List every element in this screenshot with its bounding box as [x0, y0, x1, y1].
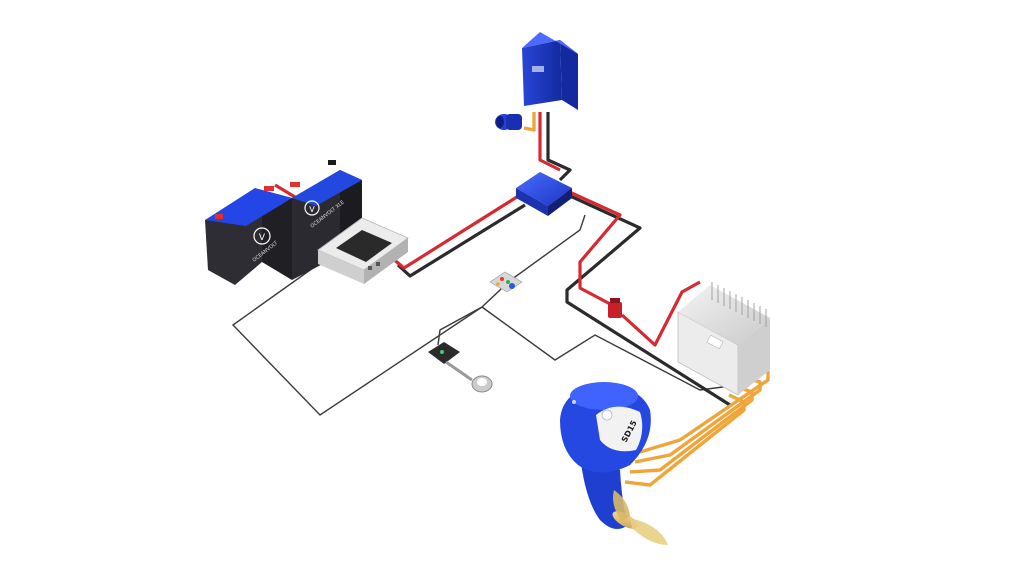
controller-label — [706, 334, 724, 350]
motor-bolt — [572, 400, 576, 404]
battery-left-top — [205, 188, 292, 226]
oceanvolt-v-logo-icon — [253, 227, 271, 245]
hub-top — [516, 172, 572, 206]
panel-button-blue — [509, 283, 515, 289]
throttle-arm — [445, 360, 473, 382]
bms-heatsink — [336, 230, 392, 262]
neg-cable-bms-to-hub — [396, 203, 526, 278]
bms-right — [364, 238, 408, 284]
shore-power-plug — [495, 114, 522, 130]
oceanvolt-logo-icon — [601, 409, 613, 421]
junction-hub — [516, 172, 572, 216]
neg-cable-charger-to-hub — [546, 112, 572, 182]
signal-cables — [231, 214, 739, 416]
propeller — [612, 490, 668, 545]
charger-label — [532, 66, 544, 72]
pos-cable-hub-to-fuse — [564, 188, 622, 307]
controller-top — [678, 285, 770, 345]
pos-cable-charger-to-hub — [538, 112, 561, 172]
charger-side — [560, 40, 578, 110]
display-body — [428, 342, 460, 364]
charger-top — [522, 32, 578, 54]
bms-port-1 — [368, 266, 372, 270]
bms-left — [318, 250, 364, 284]
plug-body — [506, 114, 522, 130]
shore-charger — [522, 32, 578, 110]
controller-side — [738, 318, 770, 395]
sail-drive-motor: SD15 — [560, 382, 668, 545]
neg-cable-hub-to-controller — [565, 193, 731, 407]
bms-port-2 — [376, 262, 380, 266]
control-panel — [489, 271, 523, 293]
battery-terminal-pos-1 — [215, 214, 223, 219]
pos-cable-bms-to-hub — [390, 193, 521, 270]
battery-left — [205, 188, 292, 285]
signal-cable-to-controller — [481, 306, 739, 391]
signal-cable-to-display — [437, 306, 483, 346]
battery-right-logo-mark: V — [309, 205, 315, 214]
prop-blade-1 — [630, 518, 668, 545]
prop-blade-2 — [613, 490, 630, 522]
signal-cable-panel-to-hub — [507, 214, 586, 283]
pos-cable-fuse-to-controller — [620, 280, 701, 347]
dc-negative-cables — [396, 112, 731, 407]
signal-cable-battery-loop — [231, 267, 483, 416]
motor-top-cap — [570, 382, 638, 410]
throttle-lever — [445, 360, 493, 393]
battery-left-side — [262, 190, 292, 280]
battery-right-top — [292, 170, 362, 206]
panel-button-green — [506, 280, 510, 284]
hub-right — [548, 188, 572, 216]
charger-front — [522, 40, 562, 106]
panel-button-orange — [496, 282, 500, 286]
motor-controller — [677, 282, 770, 396]
fuse-body — [608, 302, 622, 318]
fuse-cap — [610, 298, 620, 303]
display-unit — [428, 342, 460, 364]
throttle-knob — [477, 378, 487, 386]
charger-orange-lead — [523, 112, 536, 132]
controller-heatsink — [711, 282, 767, 327]
battery-terminal-neg — [328, 160, 336, 165]
battery-terminal-pos-3 — [290, 182, 300, 187]
fuse-holder — [608, 298, 622, 318]
battery-management-unit — [317, 217, 409, 284]
battery-terminal-pos-2 — [264, 186, 274, 191]
phase-cable-3 — [629, 383, 754, 474]
panel-button-red — [500, 277, 504, 281]
phase-cable-4 — [624, 393, 746, 487]
oceanvolt-v-logo-icon-2 — [304, 200, 320, 216]
plug-face — [496, 116, 504, 128]
battery-left-logo-mark: V — [259, 233, 266, 243]
hub-left — [516, 188, 548, 216]
display-screen-led — [440, 350, 444, 354]
